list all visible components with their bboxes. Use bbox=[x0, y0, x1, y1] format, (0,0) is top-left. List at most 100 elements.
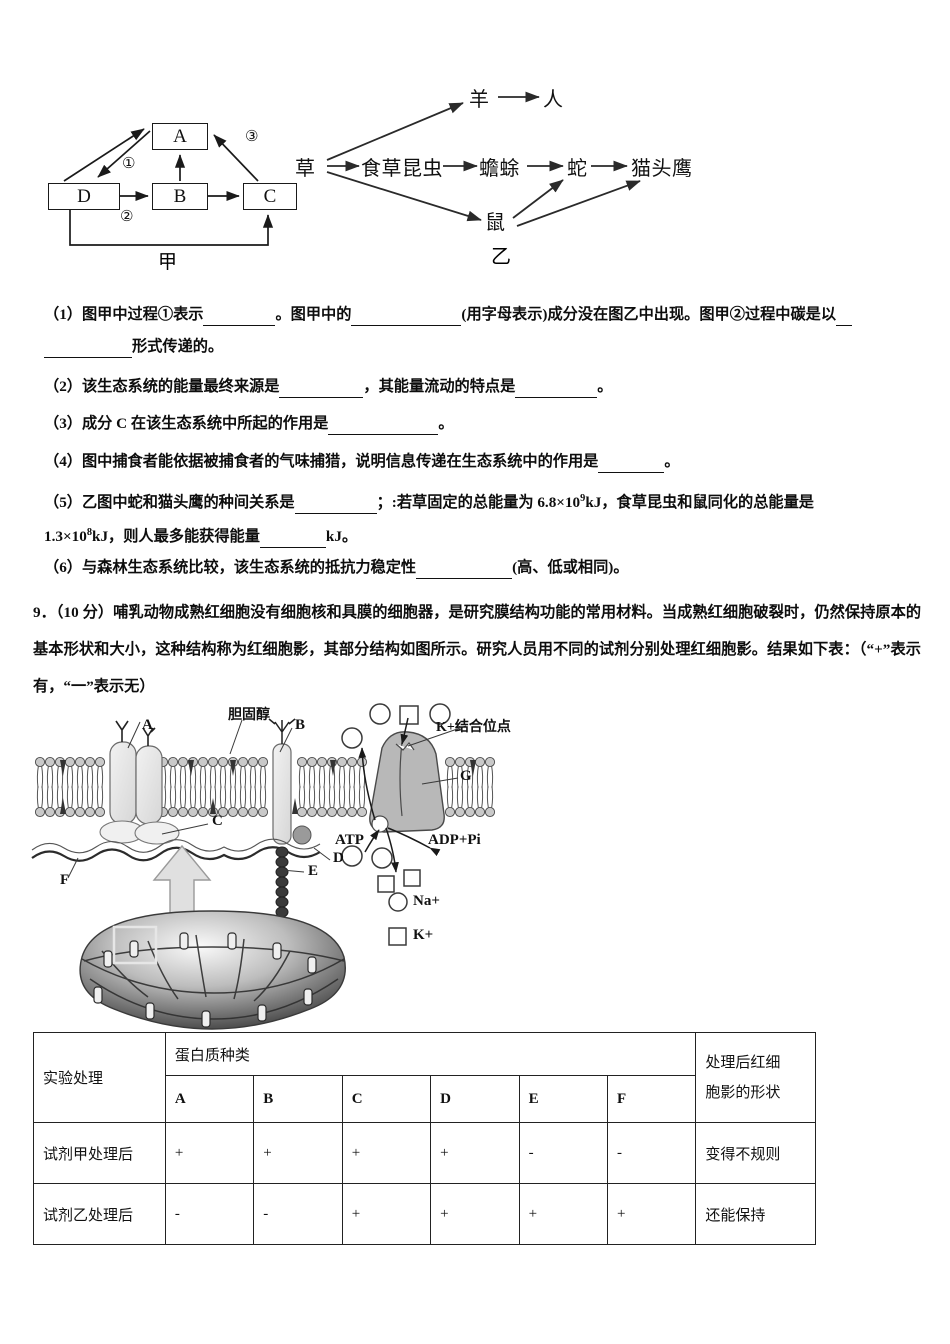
question-6: （6）与森林生态系统比较，该生态系统的抵抗力稳定性 (高、低或相同)。 bbox=[44, 558, 914, 579]
figure-yi-arrows bbox=[326, 91, 641, 227]
question-1-line-1: （1）图甲中过程①表示 。图甲中的 (用字母表示)成分没在图乙中出现。图甲②过程… bbox=[44, 305, 914, 326]
jia-box-d: D bbox=[48, 183, 120, 210]
protein-a-complex bbox=[109, 720, 163, 825]
membrane-label-k-binding-site: K+结合位点 bbox=[436, 720, 511, 735]
jia-process-1-label: ① bbox=[122, 154, 136, 172]
cell-yi-f: + bbox=[607, 1183, 697, 1245]
q6-text-b: (高、低或相同)。 bbox=[512, 559, 629, 576]
q4-text-a: （4）图中捕食者能依据被捕食者的气味捕猎，说明信息传递在生态系统中的作用是 bbox=[44, 453, 599, 470]
header-shape-after-treatment: 处理后红细 胞影的形状 bbox=[695, 1032, 816, 1123]
protein-c bbox=[99, 820, 180, 845]
q1-blank-1 bbox=[203, 305, 276, 326]
q9-score: （10 分） bbox=[55, 604, 114, 621]
table-header-row-2: A B C D E F bbox=[34, 1075, 816, 1123]
q3-blank-1 bbox=[328, 414, 439, 435]
cholesterol-molecules bbox=[60, 760, 476, 814]
yi-node-snake: 蛇 bbox=[567, 158, 588, 180]
header-shape-line-1: 处理后红细 bbox=[705, 1054, 781, 1071]
q6-blank-1 bbox=[416, 558, 513, 579]
protein-g-pump bbox=[369, 731, 445, 833]
header-protein-e: E bbox=[518, 1075, 609, 1123]
cell-yi-shape: 还能保持 bbox=[695, 1183, 816, 1245]
table-row: 试剂乙处理后 - - + + + + 还能保持 bbox=[33, 1183, 816, 1245]
yi-node-herbivorous-insect: 食草昆虫 bbox=[361, 158, 443, 180]
q5-text-b: ；:若草固定的总能量为 6.8×10 bbox=[376, 494, 581, 512]
q2-text-a: （2）该生态系统的能量最终来源是 bbox=[44, 378, 280, 395]
q4-text-b: 。 bbox=[664, 453, 680, 470]
q6-text-a: （6）与森林生态系统比较，该生态系统的抵抗力稳定性 bbox=[44, 559, 417, 576]
jia-box-b: B bbox=[152, 183, 208, 210]
question-2: （2）该生态系统的能量最终来源是 ，其能量流动的特点是 。 bbox=[44, 377, 914, 398]
q3-text-b: 。 bbox=[438, 415, 454, 432]
q1-text-d: 形式传递的。 bbox=[132, 338, 224, 355]
membrane-label-f: F bbox=[60, 872, 70, 888]
q2-text-b: ，其能量流动的特点是 bbox=[363, 378, 516, 395]
membrane-label-e: E bbox=[308, 863, 319, 879]
legend-label-na: Na+ bbox=[413, 893, 440, 909]
q5-text-d: 1.3×10 bbox=[44, 528, 87, 546]
q1-blank-2 bbox=[351, 305, 462, 326]
q1-text-a: （1）图甲中过程①表示 bbox=[44, 306, 204, 323]
question-5-line-2: 1.3×108kJ，则人最多能获得能量 kJ。 bbox=[44, 523, 914, 549]
label-leader-lines bbox=[67, 719, 467, 879]
red-blood-cell-illustration bbox=[79, 910, 346, 1030]
ion-legend-symbols bbox=[388, 892, 408, 946]
cell-yi-c: + bbox=[341, 1183, 432, 1245]
cell-jia-c: + bbox=[341, 1122, 432, 1184]
jia-box-a: A bbox=[152, 123, 208, 150]
header-protein-a: A bbox=[164, 1075, 255, 1123]
q1-text-b: 。图甲中的 bbox=[275, 306, 352, 323]
yi-node-toad: 蟾蜍 bbox=[479, 158, 520, 180]
yi-node-human: 人 bbox=[543, 89, 564, 111]
membrane-label-g: G bbox=[460, 768, 472, 784]
legend-label-k: K+ bbox=[413, 927, 434, 943]
figure-jia-caption: 甲 bbox=[158, 252, 178, 273]
membrane-label-a: A bbox=[142, 717, 153, 733]
yi-node-sheep: 羊 bbox=[469, 89, 490, 111]
q5-blank-2 bbox=[259, 527, 326, 549]
q5-text-f: kJ。 bbox=[325, 528, 358, 546]
question-3: （3）成分 C 在该生态系统中所起的作用是 。 bbox=[44, 414, 914, 435]
table-row: 试剂甲处理后 + + + + - - 变得不规则 bbox=[33, 1122, 816, 1184]
q9-number: 9． bbox=[33, 604, 56, 621]
header-experiment-treatment: 实验处理 bbox=[33, 1032, 166, 1123]
q2-blank-1 bbox=[279, 377, 364, 398]
q5-blank-1 bbox=[294, 493, 377, 515]
cell-jia-e: - bbox=[518, 1122, 609, 1184]
figure-yi-food-web: 草 食草昆虫 蟾蜍 蛇 猫头鹰 羊 人 鼠 乙 bbox=[295, 78, 725, 283]
row-label-reagent-jia: 试剂甲处理后 bbox=[33, 1122, 166, 1184]
membrane-label-b: B bbox=[295, 717, 306, 733]
membrane-label-cholesterol: 胆固醇 bbox=[228, 708, 270, 723]
table-header-row-1: 实验处理 蛋白质种类 处理后红细 胞影的形状 bbox=[33, 1032, 816, 1123]
header-protein-b: B bbox=[253, 1075, 343, 1123]
membrane-label-atp: ATP bbox=[335, 832, 364, 848]
question-4: （4）图中捕食者能依据被捕食者的气味捕猎，说明信息传递在生态系统中的作用是 。 bbox=[44, 452, 914, 473]
q1-blank-3b bbox=[44, 337, 132, 358]
question-1-line-2: 形式传递的。 bbox=[44, 337, 914, 358]
question-9-block: 9．（10 分）哺乳动物成熟红细胞没有细胞核和具膜的细胞器，是研究膜结构功能的常… bbox=[33, 594, 921, 705]
experiment-results-table: 实验处理 蛋白质种类 处理后红细 胞影的形状 A B C D E F 试剂甲处理… bbox=[33, 1032, 816, 1245]
q5-text-a: （5）乙图中蛇和猫头鹰的种间关系是 bbox=[44, 494, 295, 512]
q5-text-e: kJ，则人最多能获得能量 bbox=[92, 528, 260, 546]
q5-text-c: kJ，食草昆虫和鼠同化的总能量是 bbox=[585, 494, 814, 512]
cell-jia-b: + bbox=[253, 1122, 343, 1184]
q1-text-c: (用字母表示)成分没在图乙中出现。图甲②过程中碳是以 bbox=[461, 306, 837, 323]
cell-jia-d: + bbox=[430, 1122, 520, 1184]
figure-jia-arrows bbox=[63, 128, 274, 246]
cell-jia-shape: 变得不规则 bbox=[695, 1122, 816, 1184]
top-figures-area: A B C D ① ② ③ 甲 bbox=[0, 60, 950, 285]
q2-text-c: 。 bbox=[597, 378, 613, 395]
header-protein-c: C bbox=[341, 1075, 432, 1123]
header-shape-line-2: 胞影的形状 bbox=[705, 1084, 781, 1101]
figure-yi-caption: 乙 bbox=[491, 246, 511, 268]
jia-process-3-label: ③ bbox=[245, 127, 259, 145]
header-protein-d: D bbox=[430, 1075, 520, 1123]
membrane-label-adp-pi: ADP+Pi bbox=[428, 832, 481, 848]
protein-b bbox=[268, 718, 312, 845]
q9-body: 哺乳动物成熟红细胞没有细胞核和具膜的细胞器，是研究膜结构功能的常用材料。当成熟红… bbox=[33, 604, 922, 695]
membrane-label-d: D bbox=[333, 850, 344, 866]
cell-jia-f: - bbox=[607, 1122, 697, 1184]
cell-yi-e: + bbox=[518, 1183, 609, 1245]
ion-particles bbox=[341, 703, 451, 893]
